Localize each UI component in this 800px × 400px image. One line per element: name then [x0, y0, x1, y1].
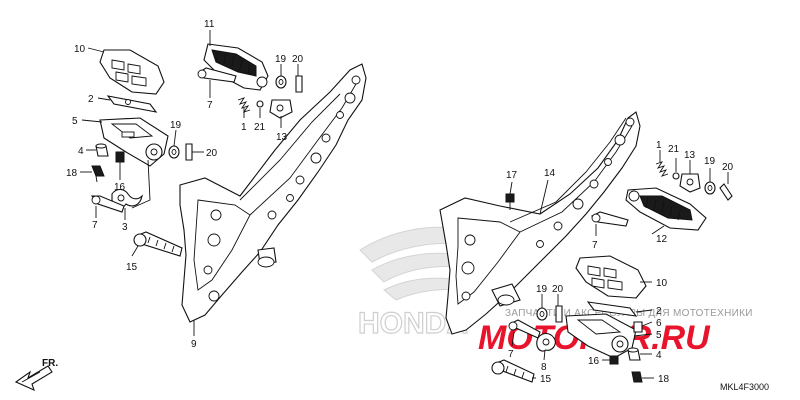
right-collar-6	[633, 321, 643, 333]
left-bolt-7a	[197, 67, 237, 83]
callout-left-9: 9	[191, 339, 197, 350]
callout-left-13: 13	[276, 132, 288, 143]
callout-right-17: 17	[506, 170, 518, 181]
callout-left-3: 3	[122, 222, 128, 233]
callout-left-7a: 7	[207, 100, 213, 111]
callout-right-15: 15	[540, 374, 552, 385]
right-bolt-16	[609, 355, 619, 365]
left-collar-4	[95, 143, 109, 157]
callout-left-15: 15	[126, 262, 138, 273]
left-spring-1	[237, 97, 251, 113]
left-bolt-7b	[90, 195, 125, 213]
callout-left-21: 21	[254, 122, 266, 133]
direction-label: FR.	[42, 358, 58, 369]
callout-right-20: 20	[722, 162, 734, 173]
callout-left-16: 16	[114, 182, 126, 193]
right-washer-19	[704, 181, 716, 195]
callout-right-7a: 7	[592, 240, 598, 251]
right-holder-5	[565, 313, 637, 359]
left-washer-19	[275, 75, 287, 89]
callout-right-13: 13	[684, 150, 696, 161]
right-rubber-10	[575, 255, 647, 299]
right-spring-1	[655, 161, 669, 177]
callout-left-18: 18	[66, 168, 78, 179]
left-plate-2	[106, 95, 158, 113]
left-rubber-10	[99, 49, 165, 95]
callout-left-1: 1	[241, 122, 247, 133]
left-washer-19b	[168, 145, 180, 159]
right-callout-labels: 17 14 1 21 13 19 20 7 12 10 19 20 2 6 5 …	[506, 140, 734, 385]
right-plate-13	[679, 173, 701, 193]
right-pin-20	[719, 183, 733, 201]
right-plate-2	[586, 301, 638, 317]
right-pin-20b	[555, 305, 563, 323]
callout-left-5: 5	[72, 116, 78, 127]
callout-right-5: 5	[656, 330, 662, 341]
right-footpeg-12	[625, 187, 707, 231]
callout-left-4: 4	[78, 146, 84, 157]
callout-right-19b: 19	[536, 284, 548, 295]
callout-left-20: 20	[292, 54, 304, 65]
callout-left-19: 19	[275, 54, 287, 65]
callout-right-14: 14	[544, 168, 556, 179]
right-leaders	[509, 150, 729, 379]
callout-left-10: 10	[74, 44, 86, 55]
right-bolt-7a	[591, 211, 629, 227]
callout-right-1: 1	[656, 140, 662, 151]
left-callout-labels: 11 10 19 20 2 7 5 1 21 13 19 4 20 18 16 …	[66, 19, 304, 350]
arrow-icon	[14, 365, 53, 392]
left-bolt-16	[115, 151, 125, 170]
callout-left-11: 11	[204, 19, 215, 30]
direction-arrow: FR.	[14, 358, 58, 392]
callout-right-4: 4	[656, 350, 662, 361]
callout-right-18: 18	[658, 374, 670, 385]
callout-right-21: 21	[668, 144, 680, 155]
callout-right-6: 6	[656, 318, 662, 329]
callout-right-7b: 7	[508, 349, 514, 360]
callout-right-16: 16	[588, 356, 600, 367]
right-collar-4	[627, 347, 641, 361]
callout-right-2: 2	[656, 306, 662, 317]
right-spring-8	[536, 332, 556, 352]
right-bracket-14	[439, 111, 641, 335]
callout-left-2: 2	[88, 94, 94, 105]
left-leaders	[80, 30, 299, 336]
callout-right-19: 19	[704, 156, 716, 167]
diagram-code: MKL4F3000	[720, 382, 769, 392]
left-holder-5	[99, 117, 169, 167]
right-bolt-7b	[508, 319, 541, 339]
left-bolt-15	[133, 231, 183, 257]
callout-left-19b: 19	[170, 120, 182, 131]
right-ball-21	[672, 172, 680, 180]
callout-right-12: 12	[656, 234, 668, 245]
callout-right-8: 8	[541, 362, 547, 373]
callout-left-20b: 20	[206, 148, 218, 159]
callout-left-7b: 7	[92, 220, 98, 231]
left-plate-13	[269, 99, 293, 119]
left-pin-20b	[185, 143, 193, 161]
left-pin-20	[295, 75, 303, 93]
callout-right-20b: 20	[552, 284, 564, 295]
callout-right-10: 10	[656, 278, 668, 289]
right-bolt-15	[491, 359, 535, 383]
left-footpeg-11	[203, 43, 269, 91]
right-bolt-18	[631, 371, 643, 383]
right-bolt-17	[505, 193, 515, 210]
left-bracket-9	[179, 63, 367, 323]
left-ball-21	[256, 100, 264, 108]
left-bolt-18	[91, 165, 105, 183]
right-washer-19b	[536, 307, 548, 321]
